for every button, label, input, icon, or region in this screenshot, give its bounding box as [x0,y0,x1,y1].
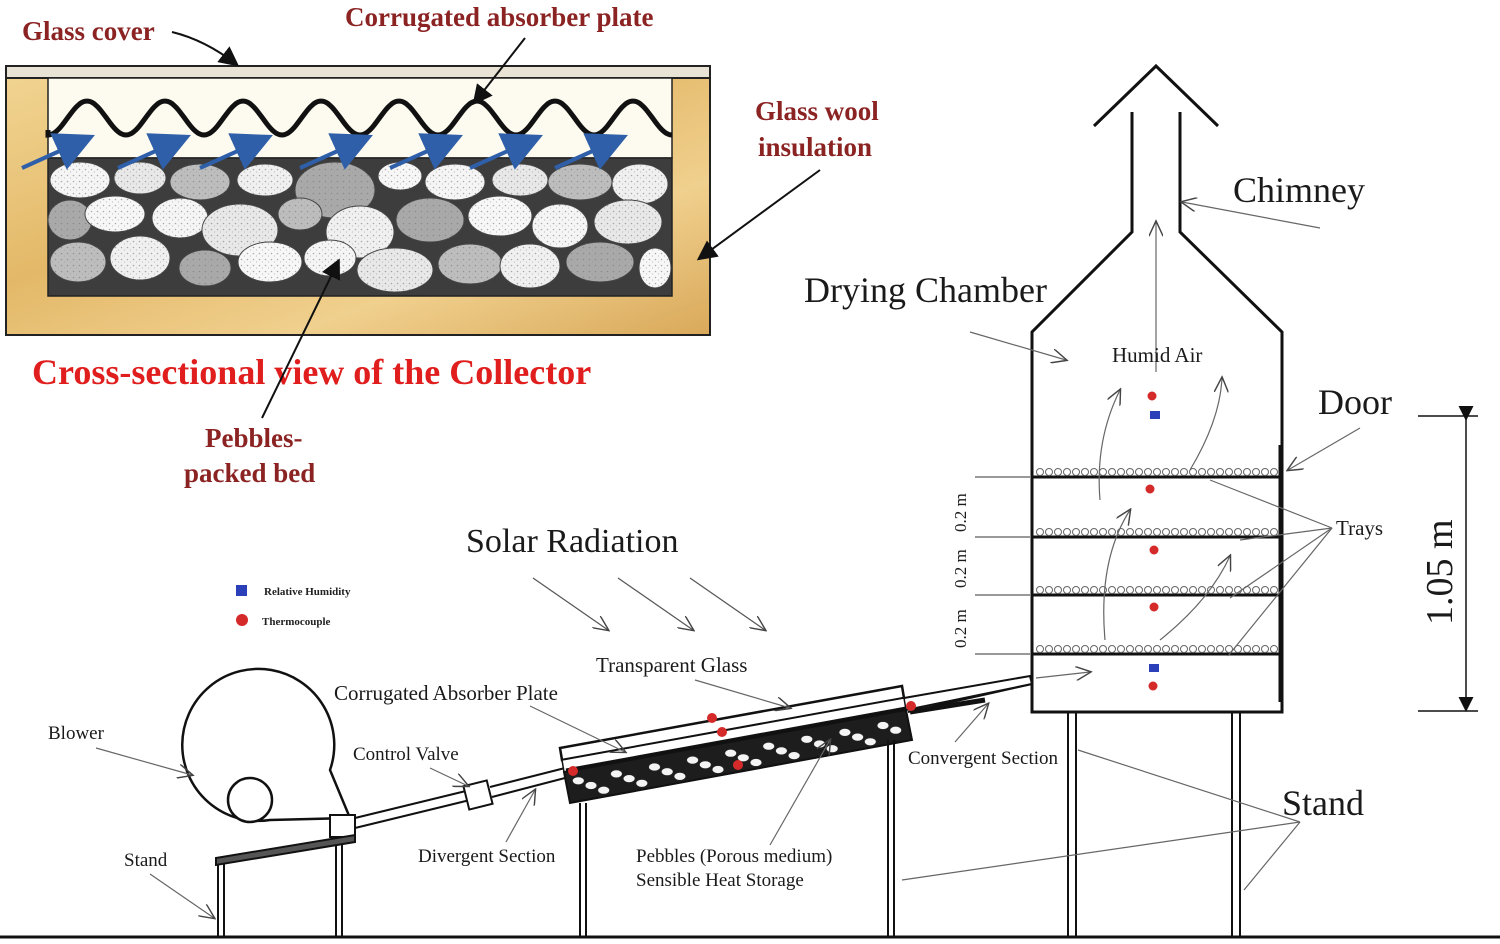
leader-door [1288,427,1361,470]
leader-corrugated-plate [529,705,625,752]
label-glass-cover: Glass cover [22,16,155,46]
label-door: Door [1318,382,1392,422]
collector-stand [579,740,895,937]
label-stand-big: Stand [1282,783,1364,823]
label-corrugated-plate: Corrugated Absorber Plate [334,681,558,705]
label-convergent: Convergent Section [908,748,1059,769]
collector-inset [5,65,711,336]
leader-glass-cover [171,31,240,67]
spacing-2: 0.2 m [951,549,970,588]
leader-insulation [696,169,821,261]
blower-hub [226,776,274,824]
leader-transparent-glass [694,679,790,708]
label-divergent: Divergent Section [418,846,556,867]
leader-drying-chamber [969,331,1066,360]
label-pebbles-2: packed bed [184,458,315,488]
chamber-stand [1067,712,1241,937]
leader-absorber [472,37,526,106]
label-stand-small: Stand [124,850,168,871]
height-dimension [1418,406,1478,712]
blower-stand [215,833,356,937]
chimney-cap [1092,63,1220,128]
legend-rh-swatch [236,585,247,596]
leader-control-valve [429,767,468,786]
solar-rays [532,577,765,630]
leader-convergent [954,704,988,743]
collector-thermocouples [568,701,916,776]
leaders-stand-big [901,749,1301,891]
inset-title: Cross-sectional view of the Collector [32,352,591,392]
blower [181,667,356,838]
drying-chamber [1030,63,1284,714]
leader-pebbles-porous [769,740,830,846]
label-insulation: insulation [758,132,872,162]
tray-products [1036,468,1278,653]
leader-divergent [505,790,535,843]
air-channel [47,77,673,159]
airflow-arrows [21,133,628,170]
legend: Relative Humidity Thermocouple [236,585,351,628]
spacing-3: 0.2 m [951,609,970,648]
label-transparent-glass: Transparent Glass [596,653,747,677]
glass-cover [5,65,711,79]
legend-rh-label: Relative Humidity [264,586,351,598]
leader-stand-small [149,873,214,918]
legend-tc-swatch [236,614,248,626]
leader-chimney [1182,202,1321,229]
label-humid-air: Humid Air [1112,343,1202,367]
label-trays: Trays [1336,516,1383,540]
label-control-valve: Control Valve [353,744,459,765]
chamber-airflow [1035,222,1230,678]
label-chimney: Chimney [1233,170,1365,210]
label-drying-chamber: Drying Chamber [804,270,1047,310]
solar-collector [558,674,1034,805]
label-glass-wool: Glass wool [755,96,879,126]
label-blower: Blower [48,723,105,744]
leader-pebbles [261,258,340,419]
inlet-duct [354,767,566,829]
label-solar-radiation: Solar Radiation [466,523,678,560]
height-label: 1.05 m [1419,519,1461,625]
control-valve [462,779,494,811]
label-corrugated-absorber: Corrugated absorber plate [345,2,653,32]
leaders-trays [1209,479,1333,657]
chamber-outline [1030,112,1284,714]
label-heat-storage: Sensible Heat Storage [636,870,804,891]
chamber-sensors [1145,391,1160,691]
spacing-1: 0.2 m [951,493,970,532]
absorber-plate [565,706,907,772]
leader-blower [95,747,192,775]
label-pebbles-1: Pebbles- [205,423,303,453]
pebbles-group [47,161,672,293]
tray-spacing-dims [975,476,1030,655]
legend-tc-label: Thermocouple [262,616,331,628]
label-pebbles-porous: Pebbles (Porous medium) [636,846,832,867]
